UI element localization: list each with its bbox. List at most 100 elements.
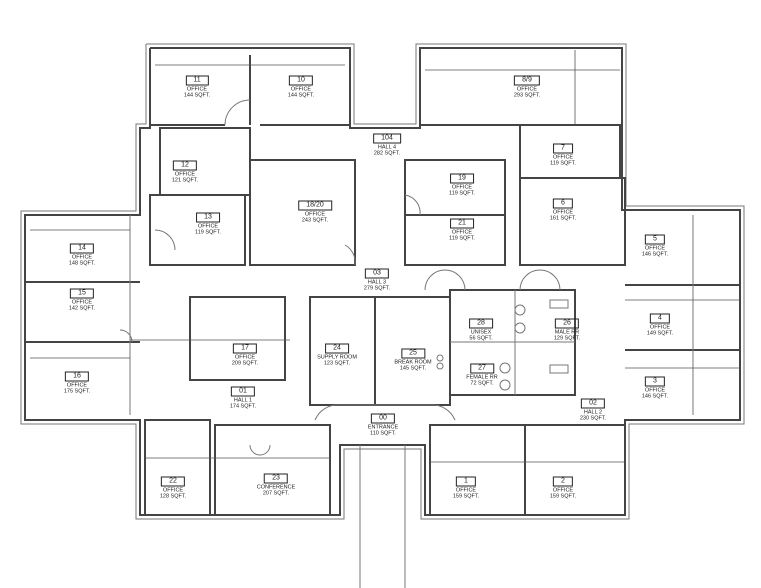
room-name: OFFICE [174,171,196,178]
room-area: 145 SQFT. [399,365,427,372]
room-area: 209 SQFT. [231,360,259,367]
room-name: OFFICE [644,387,666,394]
room-name: OFFICE [234,354,256,361]
room-name: OFFICE [451,229,473,236]
room-area: 119 SQFT. [550,160,576,167]
room-number: 27 [470,363,494,374]
doors [119,99,561,456]
room-name: ENTRANCE [367,424,399,431]
room-number: 15 [70,288,94,299]
room-name: OFFICE [290,86,312,93]
room-name: MALE RR [554,329,580,336]
room-number: 4 [650,313,670,324]
room-area: 146 SQFT. [641,251,669,258]
room-area: 119 SQFT. [449,235,475,242]
room-area: 121 SQFT. [171,177,199,184]
room-number: 24 [325,343,349,354]
room-number: 10 [289,75,313,86]
room-number: 1 [456,476,476,487]
room-name: CONFERENCE [256,484,296,491]
room-area: 56 SQFT. [469,335,493,342]
room-area: 159 SQFT. [549,493,577,500]
dimension-lines [30,64,740,463]
room-area: 129 SQFT. [553,335,581,342]
room-number: 8/9 [514,75,540,86]
room-number: 25 [401,348,425,359]
room-number: 22 [161,476,185,487]
room-name: OFFICE [451,184,473,191]
room-number: 01 [231,386,255,397]
room-name: OFFICE [162,487,184,494]
room-area: 293 SQFT. [513,92,541,99]
exterior-walls [20,43,745,520]
room-area: 230 SQFT. [579,415,607,422]
room-number: 6 [553,198,573,209]
room-area: 282 SQFT. [373,150,401,157]
room-area: 110 SQFT. [370,430,396,437]
room-area: 175 SQFT. [63,388,91,395]
room-name: HALL 2 [583,409,603,416]
room-area: 243 SQFT. [301,217,329,224]
fixtures [436,299,569,391]
room-area: 148 SQFT. [68,260,96,267]
room-name: OFFICE [644,245,666,252]
room-name: FEMALE RR [466,374,498,381]
room-name: OFFICE [552,154,574,161]
room-name: HALL 1 [233,397,253,404]
room-name: SUPPLY ROOM [317,354,357,361]
room-area: 146 SQFT. [641,393,669,400]
room-number: 13 [196,212,220,223]
room-name: OFFICE [186,86,208,93]
room-number: 03 [365,268,389,279]
room-number: 12 [173,160,197,171]
room-area: 279 SQFT. [363,285,391,292]
room-number: 3 [645,376,665,387]
room-name: OFFICE [552,209,574,216]
room-name: BREAK ROOM [394,359,432,366]
room-name: HALL 4 [377,144,397,151]
room-name: OFFICE [304,211,326,218]
room-name: OFFICE [455,487,477,494]
room-area: 119 SQFT. [195,229,221,236]
room-area: 207 SQFT. [262,490,290,497]
room-number: 21 [450,218,474,229]
room-area: 72 SQFT. [470,380,494,387]
room-name: OFFICE [66,382,88,389]
room-area: 128 SQFT. [159,493,187,500]
interior-walls [25,50,740,588]
room-number: 19 [450,173,474,184]
room-number: 104 [373,133,401,144]
room-number: 16 [65,371,89,382]
room-name: UNISEX [470,329,492,336]
room-name: OFFICE [552,487,574,494]
room-area: 174 SQFT. [229,403,257,410]
room-name: OFFICE [197,223,219,230]
room-number: 00 [371,413,395,424]
room-area: 119 SQFT. [449,190,475,197]
